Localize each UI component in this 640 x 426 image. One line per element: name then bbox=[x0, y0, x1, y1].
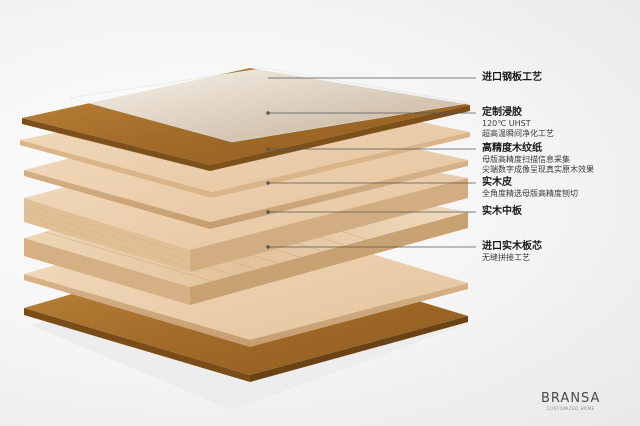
label-core-desc-1: 无缝拼接工艺 bbox=[482, 253, 530, 262]
layer-7-edge bbox=[24, 274, 468, 347]
layer-bottom-veneer-edge-right bbox=[250, 316, 468, 382]
label-woodgrain-paper-desc-2: 尖端数字成像呈现真实原木效果 bbox=[482, 165, 594, 174]
label-core: 进口实木板芯 无缝拼接工艺 bbox=[482, 241, 542, 263]
layer-midboard-side bbox=[190, 178, 468, 272]
label-impregnation-desc-2: 超高温瞬间净化工艺 bbox=[482, 129, 554, 138]
label-impregnation-desc-1: 120℃ UHST bbox=[482, 119, 531, 128]
layer-steel-film bbox=[69, 67, 471, 143]
brand-logo: BRANSA CUSTOMIZED HOME bbox=[541, 392, 600, 412]
brand-name: BRANSA bbox=[541, 391, 601, 406]
label-woodgrain-paper-title: 高精度木纹纸 bbox=[482, 143, 542, 154]
brand-tagline: CUSTOMIZED HOME bbox=[546, 406, 595, 411]
label-steel-plate: 进口钢板工艺 bbox=[482, 72, 542, 84]
layer-paper-edge bbox=[20, 132, 470, 198]
layer-core-side bbox=[190, 212, 468, 305]
label-steel-plate-title: 进口钢板工艺 bbox=[482, 72, 542, 83]
layer-core-front bbox=[24, 238, 190, 305]
label-veneer: 实木皮 全角度精选母版高精度刨切 bbox=[482, 177, 578, 199]
label-veneer-title: 实木皮 bbox=[482, 177, 512, 188]
layer-veneer-edge bbox=[24, 160, 468, 229]
label-midboard-title: 实木中板 bbox=[482, 206, 522, 217]
layer-midboard-front bbox=[24, 198, 190, 272]
label-woodgrain-paper: 高精度木纹纸 母版高精度扫描信息采集 尖端数字成像呈现真实原木效果 bbox=[482, 143, 594, 175]
label-midboard: 实木中板 bbox=[482, 206, 522, 218]
label-impregnation: 定制浸胶 120℃ UHST 超高温瞬间净化工艺 bbox=[482, 107, 554, 139]
label-impregnation-title: 定制浸胶 bbox=[482, 107, 522, 118]
label-core-title: 进口实木板芯 bbox=[482, 241, 542, 252]
label-veneer-desc-1: 全角度精选母版高精度刨切 bbox=[482, 189, 578, 198]
layer-glue-edge bbox=[22, 105, 470, 171]
leader-lines bbox=[266, 77, 476, 249]
midboard-grain bbox=[29, 204, 189, 268]
layer-bottom-veneer-edge bbox=[24, 308, 250, 382]
label-woodgrain-paper-desc-1: 母版高精度扫描信息采集 bbox=[482, 155, 570, 164]
